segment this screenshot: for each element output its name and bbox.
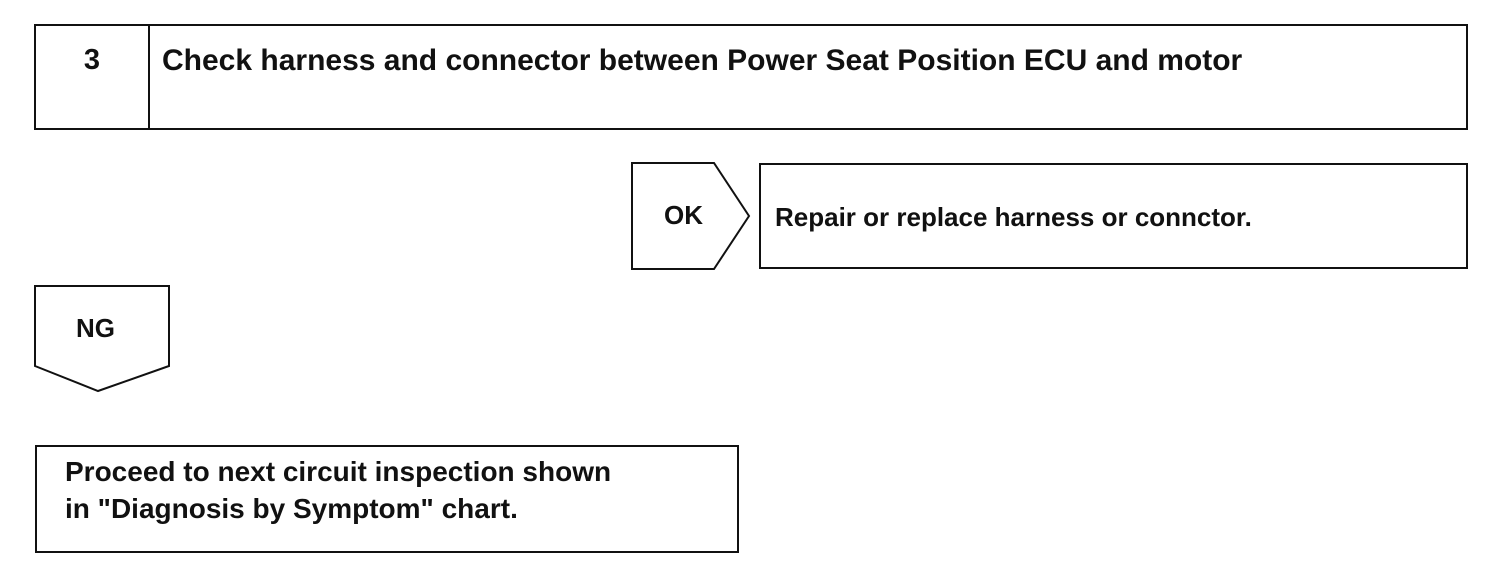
ng-result-text: Proceed to next circuit inspection shown…: [65, 453, 611, 527]
ng-result-line-1: Proceed to next circuit inspection shown: [65, 456, 612, 487]
ng-result-box: Proceed to next circuit inspection shown…: [35, 445, 739, 553]
ng-branch-label: NG: [76, 313, 115, 343]
ok-result-box: Repair or replace harness or connctor.: [759, 163, 1468, 269]
ng-arrow-shape: [34, 285, 170, 393]
ok-result-text: Repair or replace harness or connctor.: [775, 202, 1252, 232]
step-title: Check harness and connector between Powe…: [162, 44, 1243, 77]
ng-result-line-2: in "Diagnosis by Symptom" chart.: [65, 493, 518, 524]
step-number: 3: [83, 44, 101, 76]
step-number-cell: 3: [36, 26, 150, 128]
ok-branch-label: OK: [664, 200, 703, 230]
ok-arrow-shape: [631, 162, 751, 270]
step-box: 3 Check harness and connector between Po…: [34, 24, 1468, 130]
